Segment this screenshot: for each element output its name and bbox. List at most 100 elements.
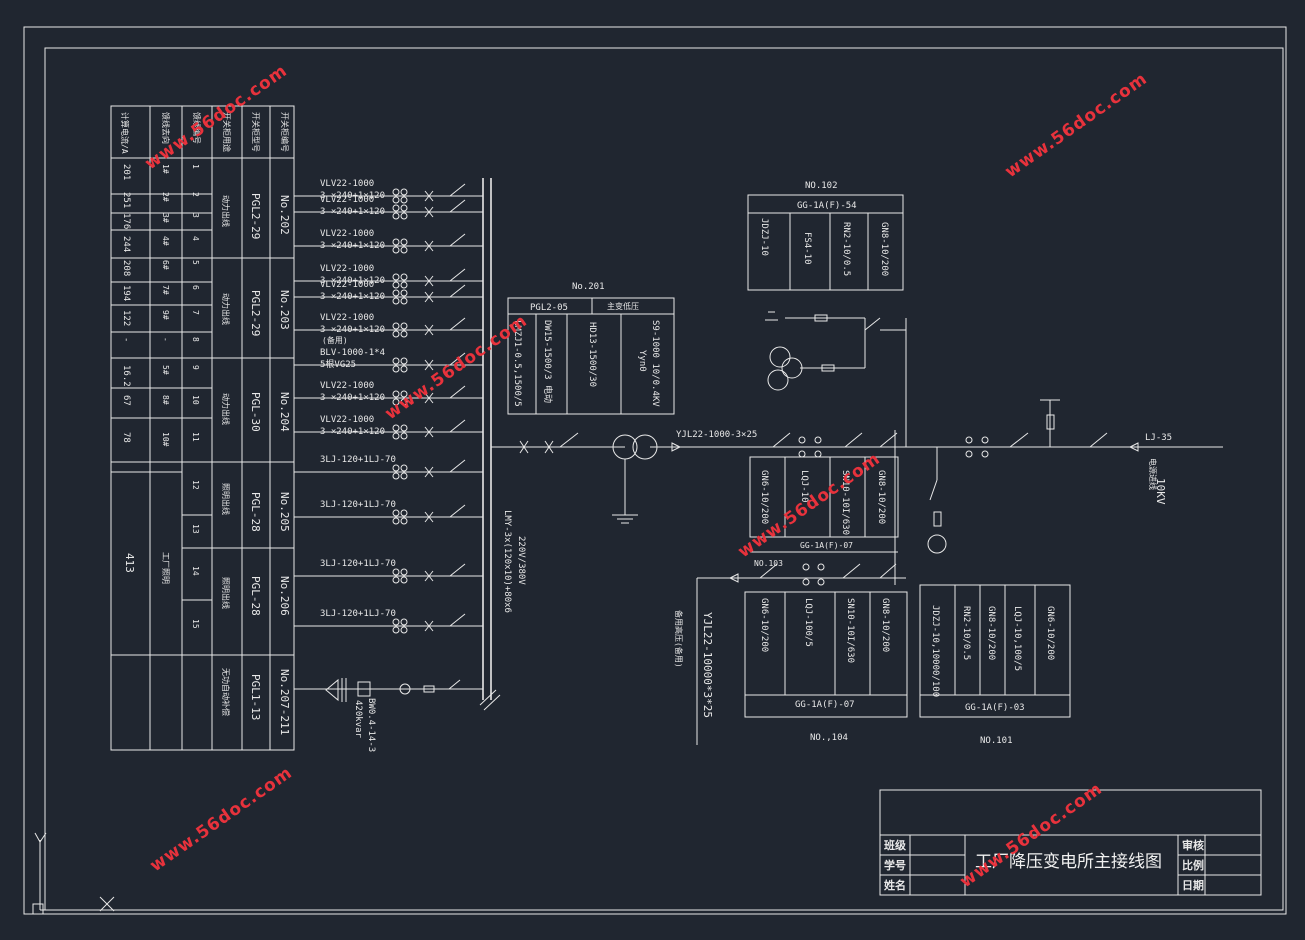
- feeder-spec: 3 ×240+1×120: [320, 292, 385, 302]
- watermarks: www.56doc.com www.56doc.com www.56doc.co…: [141, 61, 1151, 892]
- ct-symbol: [400, 626, 408, 634]
- feeder-cable: VLV22-1000: [320, 381, 374, 391]
- feeder-cable: 3LJ-120+1LJ-70: [320, 500, 396, 510]
- feeder-spec: 3 ×240+1×120: [320, 393, 385, 403]
- table-row-current: 67: [121, 395, 131, 406]
- ct-symbol: [400, 424, 408, 432]
- breaker-cross: [424, 392, 434, 404]
- breaker-cross: [424, 359, 434, 371]
- table-row-dest: 2#: [161, 192, 170, 202]
- hv-switchgear-symbols: LJ-35 电源进线 10KV: [772, 399, 1172, 585]
- ct-symbol: [392, 576, 400, 584]
- table-row-no: 1: [191, 164, 200, 169]
- main-transformer-line: YJL22-1000-3×25: [491, 430, 757, 524]
- group-model-202: PGL2-29: [249, 193, 262, 239]
- group-model-203: PGL2-29: [249, 290, 262, 336]
- cab104-item-1: LQJ-100/5: [803, 598, 813, 647]
- cab104-item-0: GN6-10/200: [759, 598, 769, 652]
- cab201-model: PGL2-05: [530, 303, 568, 313]
- ct-symbol: [392, 204, 400, 212]
- title-block: 班级 学号 姓名 审核 比例 日期 工厂降压变电所主接线图: [879, 789, 1262, 896]
- ct-symbol: [400, 289, 408, 297]
- group-use-205: 照明出线: [221, 483, 231, 515]
- ct-symbol: [392, 297, 400, 305]
- ct-symbol: [392, 238, 400, 246]
- switch-blade: [449, 459, 466, 473]
- breaker-cross: [424, 620, 434, 632]
- feeder-cable: VLV22-1000: [320, 264, 374, 274]
- ct-symbol: [400, 204, 408, 212]
- cab103-item-0: GN6-10/200: [759, 470, 769, 524]
- ct-symbol: [392, 432, 400, 440]
- table-row-current: 208: [121, 260, 131, 276]
- ct-symbol: [392, 330, 400, 338]
- cab101-item-1: RN2-10/0.5: [961, 606, 971, 660]
- feeder-cable: VLV22-1000: [320, 195, 374, 205]
- breaker-cross: [424, 466, 434, 478]
- table-row-no: 7: [191, 310, 200, 315]
- switch-blade: [449, 233, 466, 247]
- table-row-current: 78: [121, 432, 131, 443]
- cab103-model: GG-1A(F)-07: [800, 541, 853, 550]
- lighting-dest: 工厂照明: [161, 552, 170, 584]
- table-row-current: 251: [121, 192, 131, 208]
- table-row-no: 6: [191, 285, 200, 290]
- cab102-model: GG-1A(F)-54: [797, 201, 857, 211]
- ct-symbol: [392, 246, 400, 254]
- ct-symbol: [400, 398, 408, 406]
- ct-symbol: [392, 289, 400, 297]
- ct-symbol: [392, 273, 400, 281]
- header-dest: 馈线去向: [161, 112, 171, 144]
- switch-blade: [449, 199, 466, 213]
- cab102-item-2: RN2-10/0.5: [841, 222, 851, 276]
- hv-outgoing-cable: YJL22-10000*3*25: [701, 612, 714, 718]
- outer-frame: [23, 26, 1287, 915]
- breaker-cross: [424, 275, 434, 287]
- ct-symbol: [392, 398, 400, 406]
- table-row-no: 11: [191, 432, 200, 442]
- feeder-cable: VLV22-1000: [320, 415, 374, 425]
- breaker-cross: [424, 570, 434, 582]
- feeder-spec: 3 ×240+1×120: [320, 241, 385, 251]
- feeder-cable: VLV22-1000: [320, 229, 374, 239]
- ct-symbol: [400, 357, 408, 365]
- ct-symbol: [400, 246, 408, 254]
- table-row-dest: 10#: [161, 432, 170, 447]
- transformer-coil-2: [632, 434, 658, 460]
- bus-end-mark: [479, 689, 497, 706]
- switch-blade: [449, 419, 466, 433]
- table-row-current: 244: [121, 236, 131, 252]
- group-cab-205: No.205: [278, 492, 291, 532]
- switch-blade: [449, 385, 466, 399]
- ct-symbol: [400, 517, 408, 525]
- header-model: 开关柜型号: [251, 112, 261, 152]
- ct-symbol: [392, 618, 400, 626]
- feeder-cable: 3LJ-120+1LJ-70: [320, 609, 396, 619]
- ct-symbol: [392, 568, 400, 576]
- cab201-item-2: HD13-1500/30: [587, 322, 597, 387]
- ct-symbol: [400, 188, 408, 196]
- ct-symbol: [400, 576, 408, 584]
- feeder-spec: 3 ×240+1×120: [320, 325, 385, 335]
- hv-outgoing-note: 备用高压(备用): [674, 610, 684, 668]
- table-row-current: 194: [121, 285, 131, 301]
- cab101-item-3: LQJ-10,100/5: [1012, 606, 1022, 671]
- feeder-spec: 3 ×240+1×120: [320, 191, 385, 201]
- cab103-item-2: SN10-10I/630: [840, 470, 850, 535]
- ct-symbol: [400, 464, 408, 472]
- drawing-title: 工厂降压变电所主接线图: [975, 852, 1162, 872]
- table-row-dest: 4#: [161, 236, 170, 246]
- group-cab-203: No.203: [278, 290, 291, 330]
- switch-blade: [449, 183, 466, 197]
- watermark-2: www.56doc.com: [1001, 69, 1151, 182]
- cab101-model: GG-1A(F)-03: [965, 703, 1025, 713]
- capacitor-bank: BW0.4-14-3 420kvar: [294, 678, 483, 752]
- group-cab-202: No.202: [278, 195, 291, 235]
- ct-symbol: [400, 212, 408, 220]
- group-use-202: 动力出线: [221, 195, 231, 227]
- table-row-current: 201: [121, 164, 131, 180]
- standby-note: (备用): [322, 335, 348, 345]
- cab102-no: NO.102: [805, 181, 838, 191]
